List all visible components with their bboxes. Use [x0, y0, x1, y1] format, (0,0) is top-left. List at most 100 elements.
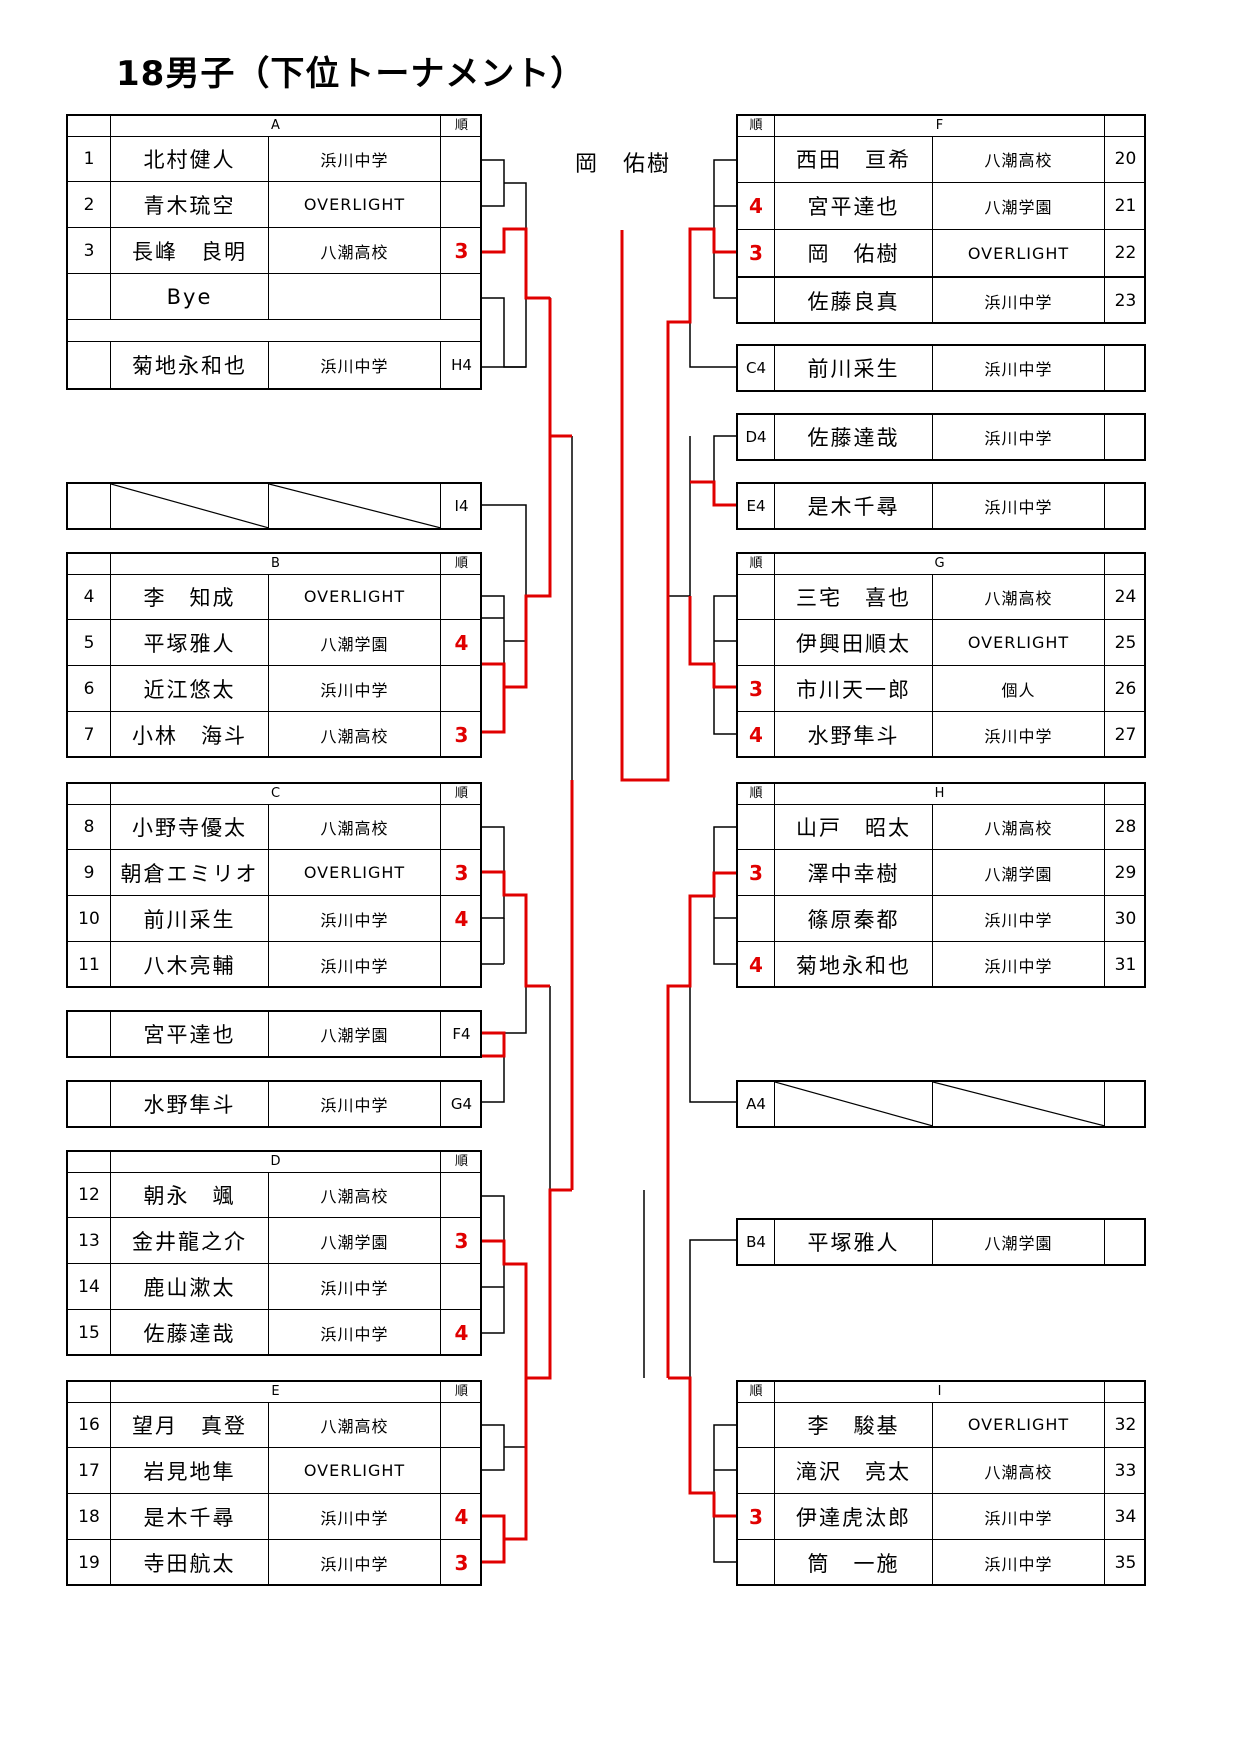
table-row: 筒 一施 浜川中学 35 [738, 1540, 1144, 1586]
player-name: 菊地永和也 [110, 342, 268, 388]
blank-band [68, 320, 480, 342]
block-header: 順 G [738, 554, 1144, 575]
rank-header: 順 [749, 556, 763, 571]
player-name: 佐藤良真 [774, 278, 932, 324]
player-name: 伊達虎汰郎 [774, 1494, 932, 1539]
player-name: 是木千尋 [774, 484, 932, 528]
player-name: 長峰 良明 [110, 228, 268, 273]
rank-cell: 3 [749, 241, 763, 265]
rank-cell: 3 [749, 860, 763, 885]
rank-cell: 4 [749, 953, 763, 977]
player-name: 八木亮輔 [110, 942, 268, 988]
empty-slot-slash [932, 1082, 1105, 1126]
player-affiliation: 八潮高校 [932, 136, 1104, 182]
player-affiliation: 浜川中学 [932, 896, 1104, 941]
block-h-table: 順 H 山戸 昭太 八潮高校 28 3 澤中幸樹 八潮学園 29 篠原秦都 浜川… [736, 782, 1146, 988]
player-name: 伊興田順太 [774, 620, 932, 665]
table-row: 14 鹿山漱太 浜川中学 [68, 1264, 480, 1310]
table-row: 4 水野隼斗 浜川中学 27 [738, 712, 1144, 758]
player-name: 佐藤達哉 [774, 415, 932, 459]
player-name: 篠原秦都 [774, 896, 932, 941]
player-name: 金井龍之介 [110, 1218, 268, 1263]
block-header: 順 F [738, 116, 1144, 137]
player-affiliation: 浜川中学 [268, 942, 440, 988]
seed-label: A4 [746, 1095, 766, 1113]
table-row: 伊興田順太 OVERLIGHT 25 [738, 620, 1144, 666]
rank-cell: 3 [440, 228, 482, 273]
player-affiliation: 浜川中学 [932, 346, 1104, 390]
block-e-table: E 順 16 望月 真登 八潮高校 17 岩見地隼 OVERLIGHT 18 是… [66, 1380, 482, 1586]
player-affiliation: 浜川中学 [932, 712, 1104, 758]
rank-cell [440, 942, 482, 988]
rank-cell [440, 274, 482, 319]
player-affiliation: 八潮高校 [268, 804, 440, 849]
rank-cell: 3 [440, 850, 482, 895]
player-affiliation: 浜川中学 [268, 1494, 440, 1539]
player-name: 望月 真登 [110, 1402, 268, 1447]
rank-cell: 4 [749, 194, 763, 218]
seed-label: F4 [440, 1012, 482, 1056]
seed-box-c4: C4 前川采生 浜川中学 [736, 344, 1146, 392]
table-row: 滝沢 亮太 八潮高校 33 [738, 1448, 1144, 1494]
player-affiliation: 八潮高校 [268, 228, 440, 273]
rank-cell: 3 [440, 712, 482, 758]
player-name: 是木千尋 [110, 1494, 268, 1539]
seed-box-e4: E4 是木千尋 浜川中学 [736, 482, 1146, 530]
block-label: G [774, 554, 1104, 574]
player-name: 平塚雅人 [774, 1220, 932, 1264]
rank-cell: 3 [440, 1218, 482, 1263]
page-title: 18男子（下位トーナメント） [116, 54, 586, 94]
player-name: 朝永 颯 [110, 1172, 268, 1217]
player-affiliation: 八潮高校 [932, 574, 1104, 619]
player-name: 平塚雅人 [110, 620, 268, 665]
table-row: 18 是木千尋 浜川中学 4 [68, 1494, 480, 1540]
table-row: 3 岡 佑樹 OVERLIGHT 22 [738, 230, 1144, 277]
block-d-table: D 順 12 朝永 颯 八潮高校 13 金井龍之介 八潮学園 3 14 鹿山漱太… [66, 1150, 482, 1356]
player-name: 前川采生 [774, 346, 932, 390]
player-name: 宮平達也 [110, 1012, 268, 1056]
player-name: Bye [110, 274, 268, 319]
table-row: 4 李 知成 OVERLIGHT [68, 574, 480, 620]
empty-slot-slash [774, 1082, 933, 1126]
player-name: 青木琉空 [110, 182, 268, 227]
seed-box-i4: I4 [66, 482, 482, 530]
block-b-table: B 順 4 李 知成 OVERLIGHT 5 平塚雅人 八潮学園 4 6 近江悠… [66, 552, 482, 758]
player-affiliation: 八潮高校 [932, 1448, 1104, 1493]
table-row: 12 朝永 颯 八潮高校 [68, 1172, 480, 1218]
block-label: B [110, 554, 440, 574]
player-affiliation: 浜川中学 [932, 415, 1104, 459]
rank-cell: 3 [440, 1540, 482, 1586]
player-name: 佐藤達哉 [110, 1310, 268, 1356]
seed-box-g4: 水野隼斗 浜川中学 G4 [66, 1080, 482, 1128]
rank-header: 順 [440, 116, 482, 136]
player-affiliation: 浜川中学 [932, 278, 1104, 324]
player-name: 西田 亘希 [774, 136, 932, 182]
block-a-table: A 順 1 北村健人 浜川中学 2 青木琉空 OVERLIGHT 3 長峰 良明… [66, 114, 482, 390]
table-row: 3 伊達虎汰郎 浜川中学 34 [738, 1494, 1144, 1540]
player-affiliation: OVERLIGHT [268, 574, 440, 619]
rank-cell [440, 136, 482, 181]
seed-box-f4: 宮平達也 八潮学園 F4 [66, 1010, 482, 1058]
table-row: 19 寺田航太 浜川中学 3 [68, 1540, 480, 1586]
rank-header: 順 [440, 1382, 482, 1402]
block-i-table: 順 I 李 駿基 OVERLIGHT 32 滝沢 亮太 八潮高校 33 3 伊達… [736, 1380, 1146, 1586]
player-affiliation: 八潮高校 [932, 804, 1104, 849]
seed-box-a4: A4 [736, 1080, 1146, 1128]
table-row: 2 青木琉空 OVERLIGHT [68, 182, 480, 228]
block-label: I [774, 1382, 1104, 1402]
player-name: 寺田航太 [110, 1540, 268, 1586]
table-row: 7 小林 海斗 八潮高校 3 [68, 712, 480, 758]
table-row: 10 前川采生 浜川中学 4 [68, 896, 480, 942]
table-row: 17 岩見地隼 OVERLIGHT [68, 1448, 480, 1494]
player-affiliation: 八潮学園 [268, 620, 440, 665]
rank-cell: 4 [440, 896, 482, 941]
table-row: 3 澤中幸樹 八潮学園 29 [738, 850, 1144, 896]
seed-label: D4 [745, 428, 767, 446]
block-label: H [774, 784, 1104, 804]
player-name: 山戸 昭太 [774, 804, 932, 849]
block-header: D 順 [68, 1152, 480, 1173]
player-name: 岡 佑樹 [774, 230, 932, 276]
table-row: 16 望月 真登 八潮高校 [68, 1402, 480, 1448]
table-row: 山戸 昭太 八潮高校 28 [738, 804, 1144, 850]
rank-cell: 4 [440, 620, 482, 665]
